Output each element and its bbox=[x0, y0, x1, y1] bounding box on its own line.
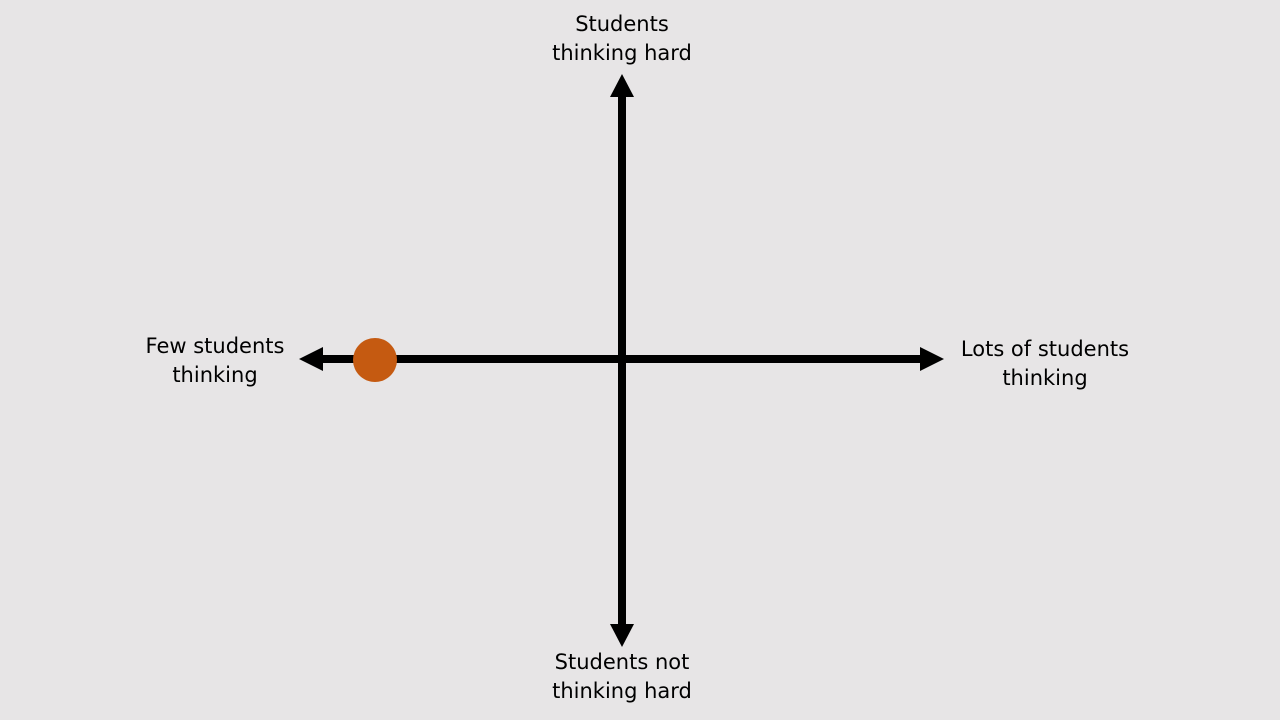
arrow-down-icon bbox=[610, 624, 634, 647]
axis-label-right-line2: thinking bbox=[1002, 366, 1088, 390]
axis-label-bottom-line1: Students not bbox=[554, 650, 690, 674]
position-marker bbox=[353, 338, 397, 382]
axis-label-left-line2: thinking bbox=[172, 363, 258, 387]
axis-label-top-line1: Students bbox=[575, 12, 669, 36]
axis-label-left: Few students thinking bbox=[115, 332, 315, 390]
axis-label-bottom: Students not thinking hard bbox=[522, 648, 722, 706]
axis-label-top: Students thinking hard bbox=[522, 10, 722, 68]
arrow-up-icon bbox=[610, 74, 634, 97]
axis-label-left-line1: Few students bbox=[145, 334, 285, 358]
axis-label-right-line1: Lots of students bbox=[960, 337, 1130, 361]
arrow-left-icon bbox=[299, 347, 323, 371]
axis-label-top-line2: thinking hard bbox=[552, 41, 692, 65]
axis-label-bottom-line2: thinking hard bbox=[552, 679, 692, 703]
axis-label-right: Lots of students thinking bbox=[935, 335, 1155, 393]
arrow-right-icon bbox=[920, 347, 944, 371]
